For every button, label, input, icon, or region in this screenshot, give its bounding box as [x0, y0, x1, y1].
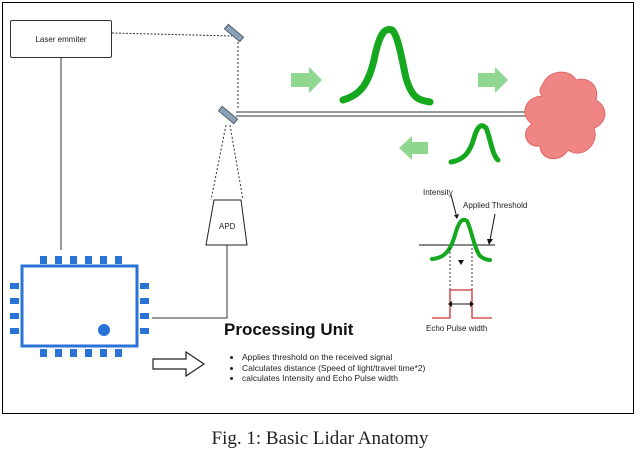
processing-bullet-list: Applies threshold on the received signal… [232, 352, 425, 384]
target-object [524, 71, 606, 160]
list-item: Applies threshold on the received signal [242, 352, 425, 363]
transmitted-pulse [339, 25, 434, 106]
intensity-pointer-head [454, 214, 459, 219]
list-item: calculates Intensity and Echo Pulse widt… [242, 373, 425, 384]
pulse-width-arrow-left [448, 301, 452, 307]
arrow-left-green [399, 136, 428, 160]
arrow-right-green-1 [291, 67, 322, 93]
echo-pulse [432, 289, 492, 319]
intensity-label: Intensity [423, 188, 453, 197]
apd-box [205, 199, 248, 246]
bottom-mirror [217, 105, 239, 125]
wire-apd-chip [152, 245, 228, 319]
list-item: Calculates distance (Speed of light/trav… [242, 363, 425, 374]
top-mirror [223, 23, 245, 43]
processing-unit-title: Processing Unit [224, 320, 354, 339]
echo-pulse-width-label: Echo Pulse width [426, 324, 488, 333]
apd-label: APD [219, 222, 236, 231]
pulse-width-arrow-right [470, 301, 474, 307]
arrow-right-green-2 [478, 67, 508, 93]
laser-emitter-box: Laser emmiter [10, 20, 112, 58]
apd-cone-right [229, 124, 244, 201]
figure-caption: Fig. 1: Basic Lidar Anatomy [211, 428, 429, 449]
threshold-crossing-marker [458, 260, 464, 265]
threshold-pointer-head [487, 239, 493, 245]
applied-threshold-label: Applied Threshold [463, 201, 528, 210]
emit-beam-dotted [111, 32, 233, 37]
intensity-pointer [450, 194, 457, 215]
outline-arrow-right [152, 350, 206, 378]
apd-cone-left [210, 124, 227, 201]
threshold-pointer [489, 213, 496, 241]
reflected-pulse [448, 123, 501, 165]
received-waveform [430, 217, 492, 262]
laser-emitter-label: Laser emmiter [35, 34, 87, 44]
diagram-frame [2, 2, 634, 414]
processor-chip-icon [10, 256, 149, 357]
